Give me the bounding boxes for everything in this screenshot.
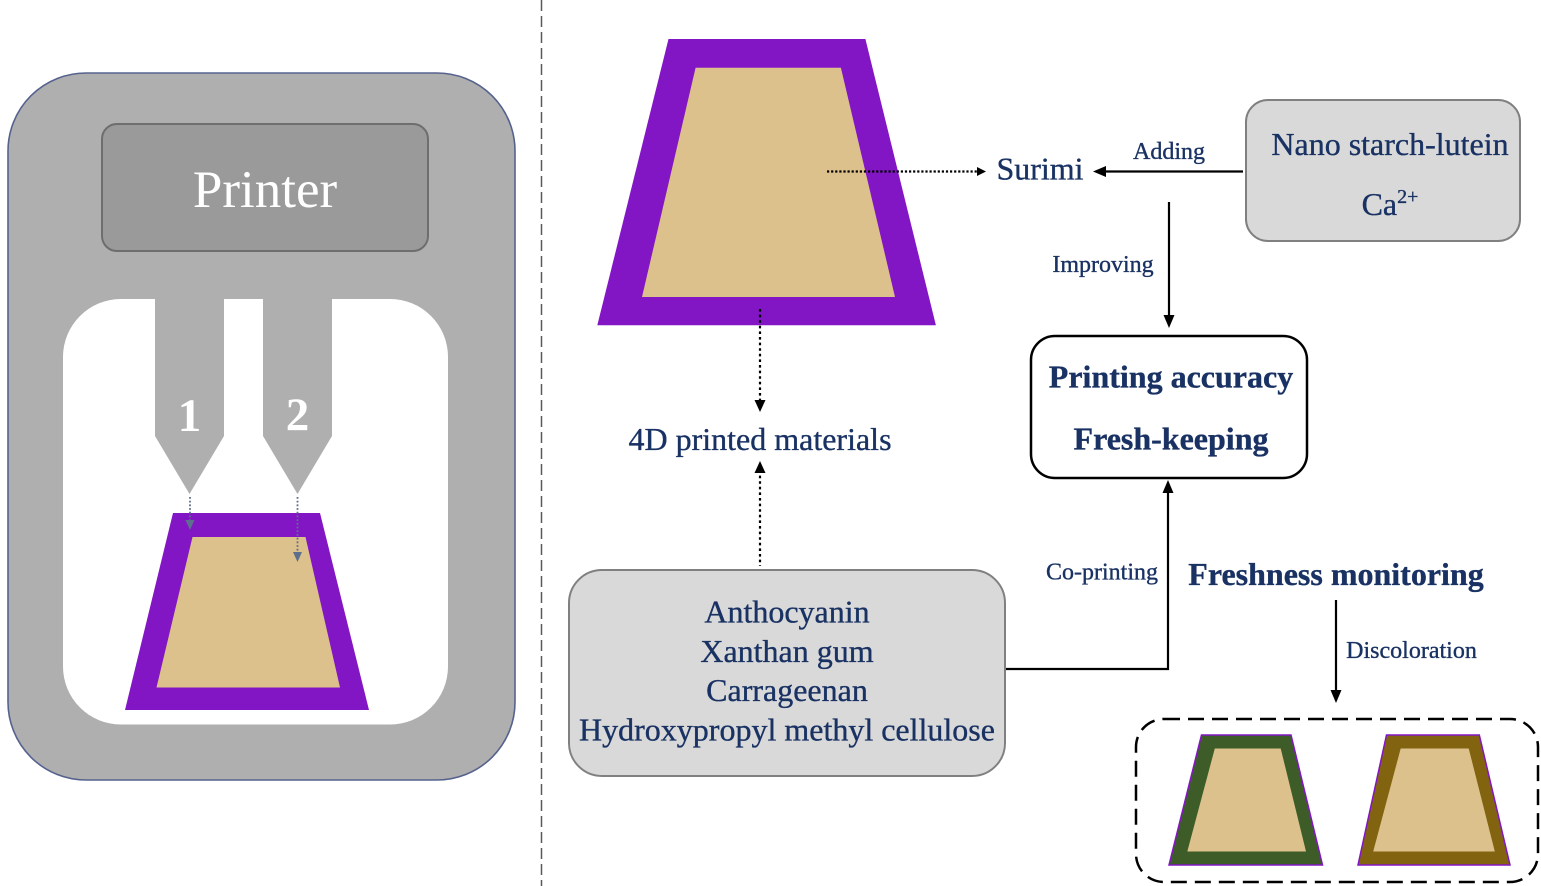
svg-text:Surimi: Surimi bbox=[996, 151, 1083, 187]
svg-text:Improving: Improving bbox=[1052, 252, 1153, 278]
svg-text:Carrageenan: Carrageenan bbox=[706, 672, 868, 708]
svg-text:Co-printing: Co-printing bbox=[1046, 560, 1158, 586]
svg-text:Printing accuracy: Printing accuracy bbox=[1049, 359, 1293, 395]
svg-text:Hydroxypropyl methyl cellulose: Hydroxypropyl methyl cellulose bbox=[579, 711, 995, 747]
svg-text:Fresh-keeping: Fresh-keeping bbox=[1074, 421, 1269, 457]
svg-text:1: 1 bbox=[178, 390, 202, 442]
svg-text:Discoloration: Discoloration bbox=[1346, 638, 1477, 664]
svg-text:Freshness monitoring: Freshness monitoring bbox=[1188, 556, 1483, 592]
svg-text:Adding: Adding bbox=[1133, 139, 1205, 165]
svg-text:2: 2 bbox=[286, 389, 310, 441]
svg-text:Anthocyanin: Anthocyanin bbox=[704, 594, 869, 630]
svg-text:Xanthan gum: Xanthan gum bbox=[700, 633, 873, 669]
svg-text:4D printed materials: 4D printed materials bbox=[628, 421, 891, 457]
svg-text:Printer: Printer bbox=[193, 161, 338, 219]
svg-text:Nano starch-lutein: Nano starch-lutein bbox=[1271, 126, 1508, 162]
